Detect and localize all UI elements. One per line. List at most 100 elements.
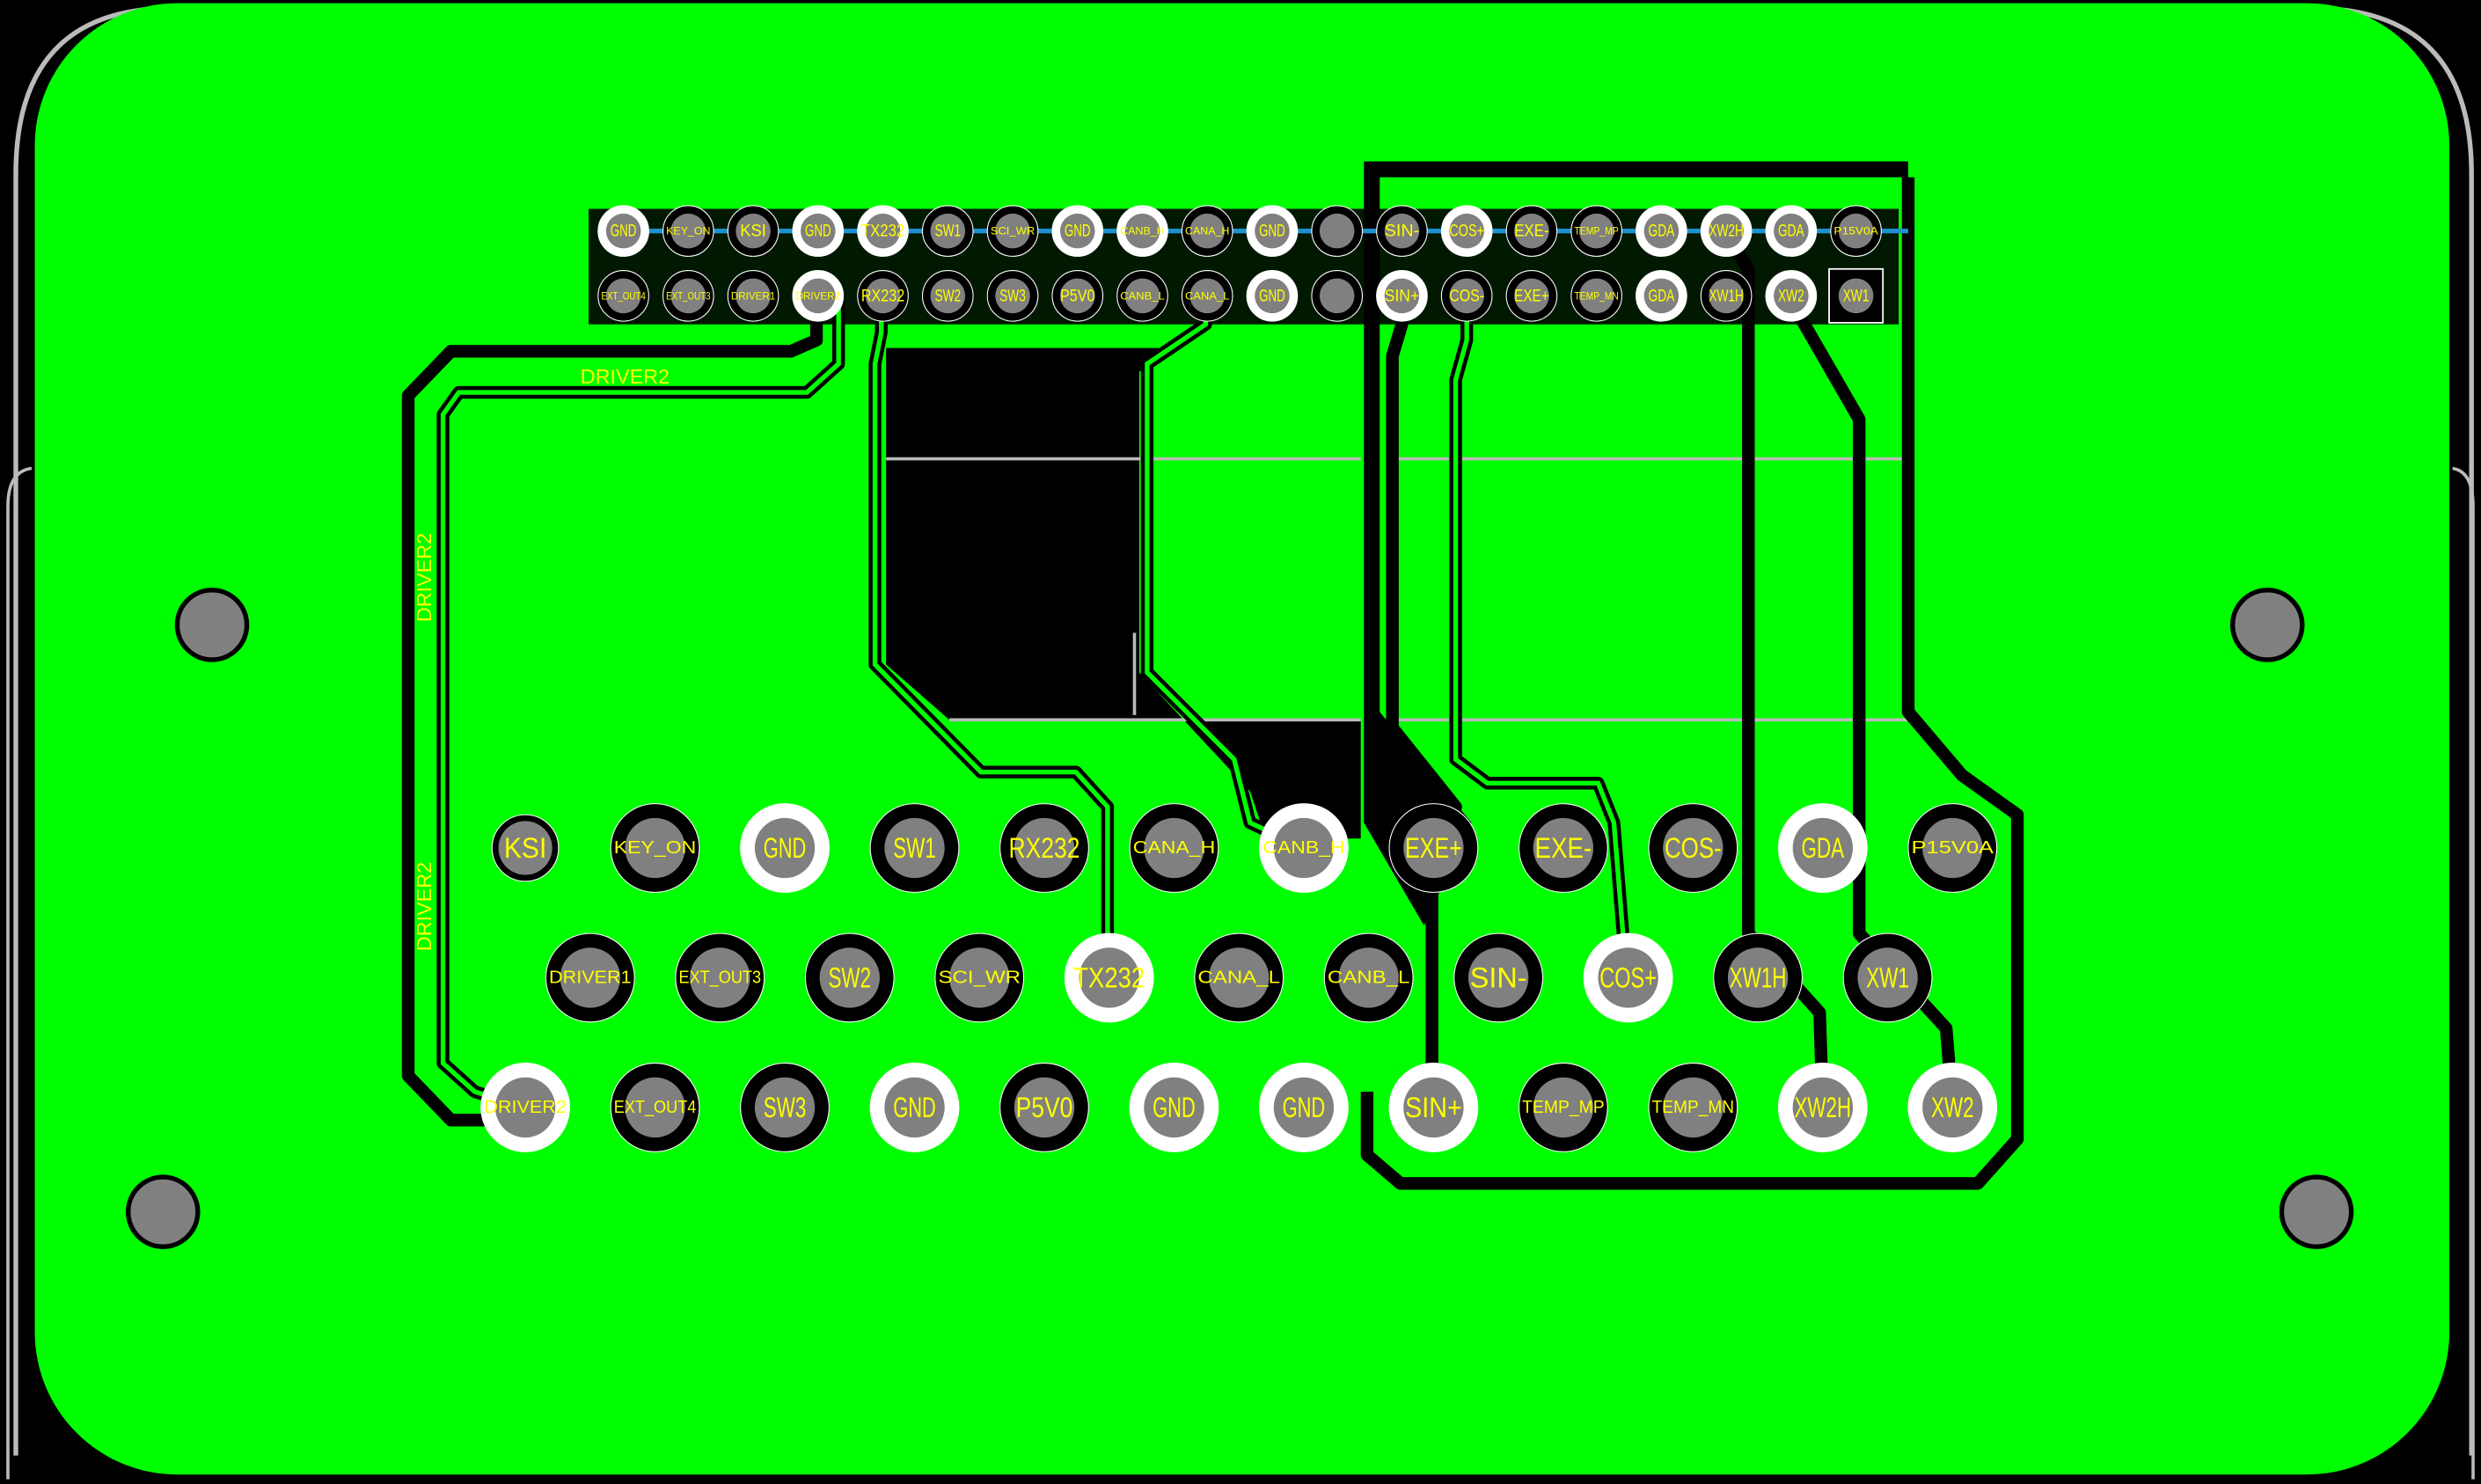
pad-ext-out4: EXT_OUT4 [597, 270, 649, 322]
pad-hole [1449, 278, 1484, 314]
pad-hole [1403, 817, 1464, 879]
pad-label: CANB_H [1262, 838, 1345, 858]
pad-gnd: GND [869, 1063, 960, 1152]
pad-cos-: COS- [1440, 270, 1493, 322]
pad-label: KSI [740, 222, 766, 241]
pad-hole [930, 278, 966, 314]
pad-canb-l: CANB_L [1116, 270, 1168, 322]
pad-hole [1533, 817, 1594, 879]
pad-label: KEY_ON [666, 225, 710, 238]
pad-label: EXT_OUT4 [614, 1098, 697, 1117]
pad-hole [995, 213, 1030, 249]
pad-exe-: EXE+ [1505, 270, 1558, 322]
pad-exe-: EXE- [1505, 205, 1558, 257]
pad-hole [1079, 947, 1139, 1008]
pad-label: GDA [1649, 286, 1675, 305]
pad-temp-mp: TEMP_MP [1570, 205, 1622, 257]
pad-hole [1059, 213, 1095, 249]
pad-canb-l: CANB_L [1323, 932, 1414, 1023]
pad-hole [1255, 278, 1290, 314]
pad-hole [1663, 817, 1724, 879]
pad-driver1: DRIVER1 [545, 932, 635, 1023]
pad-label: GND [1259, 222, 1285, 241]
pad-hole [1643, 213, 1680, 249]
pad-driver2: DRIVER2 [792, 270, 845, 322]
pad-hole [1838, 213, 1874, 249]
pad-exe-: EXE+ [1388, 803, 1479, 893]
pad-hole [1384, 278, 1420, 314]
pad-hole [1514, 278, 1549, 314]
pad-gnd: GND [1246, 205, 1299, 257]
pad-hole [1838, 278, 1874, 314]
pad-label: SW1 [893, 832, 936, 864]
pad-hole [1273, 1077, 1335, 1138]
pad-canb-h: CANB_H [1259, 803, 1349, 893]
pad-cos-: COS+ [1440, 205, 1493, 257]
pad-label: SW1 [934, 222, 961, 241]
pad-unlabeled [1311, 270, 1364, 322]
pad-hole [625, 1077, 685, 1138]
pad-label: SW3 [999, 286, 1026, 305]
pad-label: RX232 [861, 286, 904, 305]
pad-p5v0: P5V0 [1051, 270, 1104, 322]
pad-xw1h: XW1H [1713, 932, 1803, 1023]
pad-hole [1598, 947, 1658, 1008]
pad-label: SW2 [828, 961, 871, 993]
pad-hole [1727, 947, 1789, 1008]
pad-hole [1384, 213, 1420, 249]
pad-label: GDA [1778, 222, 1804, 241]
pad-sw3: SW3 [986, 270, 1039, 322]
pad-label: GDA [1802, 832, 1845, 864]
pad-label: SIN+ [1385, 286, 1420, 305]
pad-hole [1209, 947, 1270, 1008]
pad-label: DRIVER2 [484, 1098, 567, 1117]
pad-cana-l: CANA_L [1194, 932, 1284, 1023]
pad-key-on: KEY_ON [610, 803, 700, 893]
pad-sw2: SW2 [804, 932, 895, 1023]
pad-label: CANB_L [1120, 289, 1165, 302]
pad-label: P5V0 [1016, 1092, 1073, 1123]
pad-label: CANA_H [1185, 225, 1229, 238]
pad-label: EXE- [1514, 222, 1549, 241]
pad-label: P5V0 [1060, 286, 1095, 305]
pad-hole [1467, 947, 1529, 1008]
pad-cos-: COS+ [1583, 932, 1673, 1023]
pad-label: TX232 [861, 222, 904, 241]
pad-hole [625, 817, 685, 879]
pad-hole [498, 821, 553, 875]
pad-label: CANB_L [1328, 968, 1410, 987]
pad-xw1: XW1 [1828, 267, 1885, 324]
pad-label: GND [805, 222, 831, 241]
pad-p15v0a: P15V0A [1907, 803, 1998, 893]
pad-sci-wr: SCI_WR [934, 932, 1025, 1023]
pad-cana-h: CANA_H [1129, 803, 1219, 893]
pad-label: SW3 [764, 1092, 807, 1123]
pad-xw1: XW1 [1842, 932, 1933, 1023]
pad-label: CANA_L [1185, 289, 1230, 302]
pad-label: CANB_H [1120, 225, 1164, 238]
pad-rx232: RX232 [857, 270, 909, 322]
pad-gnd: GND [740, 803, 830, 893]
pad-xw2h: XW2H [1700, 205, 1753, 257]
pad-label: COS+ [1449, 222, 1484, 241]
pad-hole [1514, 213, 1549, 249]
pad-hole [865, 213, 901, 249]
pad-xw2: XW2 [1907, 1063, 1998, 1152]
pad-sin-: SIN- [1453, 932, 1544, 1023]
pad-hole [1255, 213, 1290, 249]
pad-gnd: GND [1129, 1063, 1219, 1152]
pad-hole [1578, 278, 1614, 314]
pad-hole [1792, 1077, 1854, 1138]
pad-hole [1663, 1077, 1724, 1138]
pad-xw2: XW2 [1765, 270, 1818, 322]
mounting-hole [2229, 588, 2305, 662]
pad-sin-: SIN+ [1388, 1063, 1479, 1152]
pad-label: XW1H [1730, 961, 1787, 993]
pad-hole [1319, 278, 1355, 314]
pad-hole [1922, 817, 1983, 879]
gray-guides [886, 457, 1908, 722]
pad-label: CANA_L [1197, 968, 1280, 987]
pad-temp-mn: TEMP_MN [1570, 270, 1622, 322]
pad-hole [930, 213, 966, 249]
